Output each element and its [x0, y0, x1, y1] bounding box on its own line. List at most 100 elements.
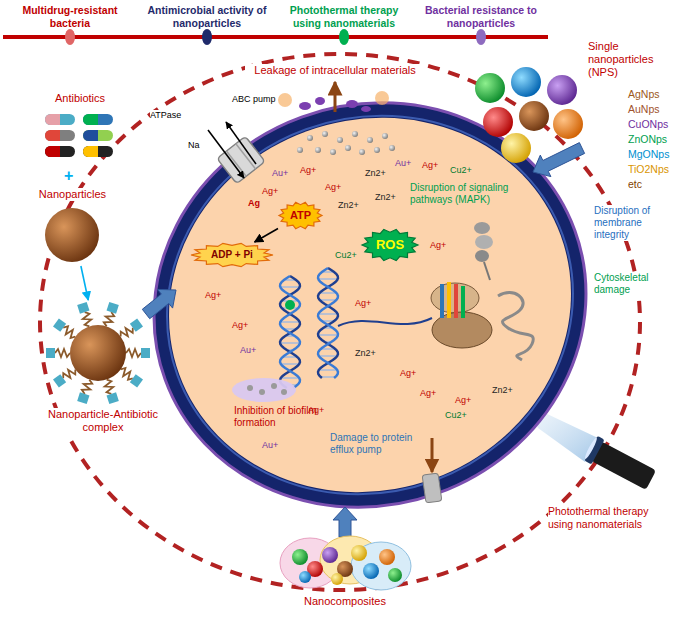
membrane-pump [236, 144, 256, 169]
node-text: ADP + Pi [211, 249, 253, 261]
effect-label: Disruption of signaling pathways (MAPK) [410, 182, 520, 206]
pump-label: ATPase [150, 110, 181, 121]
nanoparticle-dots [315, 147, 321, 153]
nanoparticle-type: AuNps [628, 103, 660, 116]
nanoparticle-type: ZnONps [628, 133, 667, 146]
effect-label: Photothermal therapy using nanomaterials [548, 505, 670, 530]
node-text-group: ATP [290, 209, 311, 222]
pump-label: ABC pump [232, 94, 276, 105]
node-graphic [25, 206, 120, 264]
ion-label: Ag+ [355, 298, 371, 309]
node-graphic [118, 365, 143, 387]
node-graphic [70, 325, 126, 381]
ion-label: Au+ [272, 168, 288, 179]
node-graphic [103, 311, 115, 328]
dna-helix [281, 363, 299, 364]
ros-burst: ROS [361, 228, 419, 262]
node-graphic [475, 73, 505, 103]
node-graphic [45, 208, 99, 262]
timeline-label: Antimicrobial activity of nanoparticles [140, 4, 274, 29]
ion-label: Cu2+ [445, 410, 467, 421]
ribosome [431, 282, 492, 348]
bacterial-cell [97, 43, 644, 568]
dna-helix [320, 292, 337, 293]
node-graphic [83, 130, 98, 141]
nanoparticle-dots [359, 149, 365, 155]
node-graphic [46, 348, 55, 358]
node-graphic [363, 563, 379, 579]
ribosome [447, 282, 451, 318]
node-graphic [331, 573, 343, 585]
plus-sign: + [64, 166, 73, 185]
node-graphic [77, 392, 89, 404]
node-graphic [107, 302, 119, 314]
timeline-label: Multidrug-resistant bacteria [3, 4, 137, 29]
timeline-bar [3, 35, 548, 39]
leaked-material [299, 102, 311, 110]
node-graphic [118, 318, 143, 340]
nanoparticle-dots [374, 147, 380, 153]
flashlight [591, 441, 656, 490]
signaling-receptor [474, 222, 490, 234]
nanoparticle: Nanoparticles [25, 188, 120, 266]
nanoparticle-dots [307, 135, 313, 141]
nanoparticle-type: AgNps [628, 88, 660, 101]
node-graphic [553, 109, 583, 139]
biofilm [247, 385, 253, 391]
timeline-bar [65, 29, 75, 45]
signaling-receptor [484, 262, 490, 280]
leaked-material [278, 93, 292, 107]
node-graphic [547, 75, 577, 105]
dna-helix [280, 276, 300, 388]
leakage-arrow [334, 82, 337, 112]
nanoparticle-dots [297, 147, 303, 153]
flashlight [583, 435, 658, 493]
effect-label: Leakage of intracellular materials [245, 64, 425, 77]
nanoparticle-dots [382, 133, 388, 139]
node-graphic [351, 542, 411, 590]
nanoparticle-dots [322, 131, 328, 137]
big-arrow [142, 143, 584, 537]
node-graphic [351, 545, 367, 561]
nanoparticle-type: MgONps [628, 148, 669, 161]
node-graphic [53, 365, 78, 387]
node-graphic [77, 302, 94, 328]
ion-label: Ag+ [262, 186, 278, 197]
node-graphic [292, 549, 308, 565]
dna-helix [318, 334, 338, 335]
node-text-group: Single nanoparticles (NPS) [588, 40, 670, 80]
ion-label: Cu2+ [450, 165, 472, 176]
ion-label: Ag+ [325, 182, 341, 193]
nanoparticle-dots [352, 131, 358, 137]
nanoparticle-antibiotic-complex: Nanoparticle-Antibiotic complex [38, 300, 168, 437]
ion-label: Ag [248, 198, 260, 209]
node-graphic [53, 318, 78, 340]
node-graphic [38, 300, 158, 406]
timeline-bar [202, 29, 212, 45]
node-graphic [77, 378, 94, 404]
efflux-arrow [431, 438, 434, 472]
node-graphic [83, 114, 98, 125]
effect-label: Damage to protein efflux pump [330, 432, 422, 456]
ion-label: Zn2+ [492, 385, 513, 396]
node-graphic [53, 318, 66, 331]
bacterial-cell [113, 59, 626, 551]
nanoparticle-dots [297, 131, 395, 155]
effect-label: Cytoskeletal damage [594, 272, 674, 296]
ion-label: Au+ [240, 345, 256, 356]
node-graphic [470, 64, 592, 164]
node-graphic [126, 348, 150, 358]
efflux-pump [422, 473, 442, 503]
ribosome [440, 284, 444, 318]
node-graphic [107, 392, 119, 404]
connector-arrow [81, 266, 88, 300]
dna-helix [319, 369, 337, 370]
node-text-group: Nanocomposites [304, 595, 386, 608]
dna-helix [280, 286, 299, 287]
nanoparticle-type: etc [628, 178, 642, 191]
nanoparticle-dots [337, 137, 343, 143]
nanoparticle-type: TiO2Nps [628, 163, 669, 176]
burst-shape [279, 202, 322, 228]
node-graphic [126, 349, 141, 357]
node-graphic [35, 110, 125, 160]
